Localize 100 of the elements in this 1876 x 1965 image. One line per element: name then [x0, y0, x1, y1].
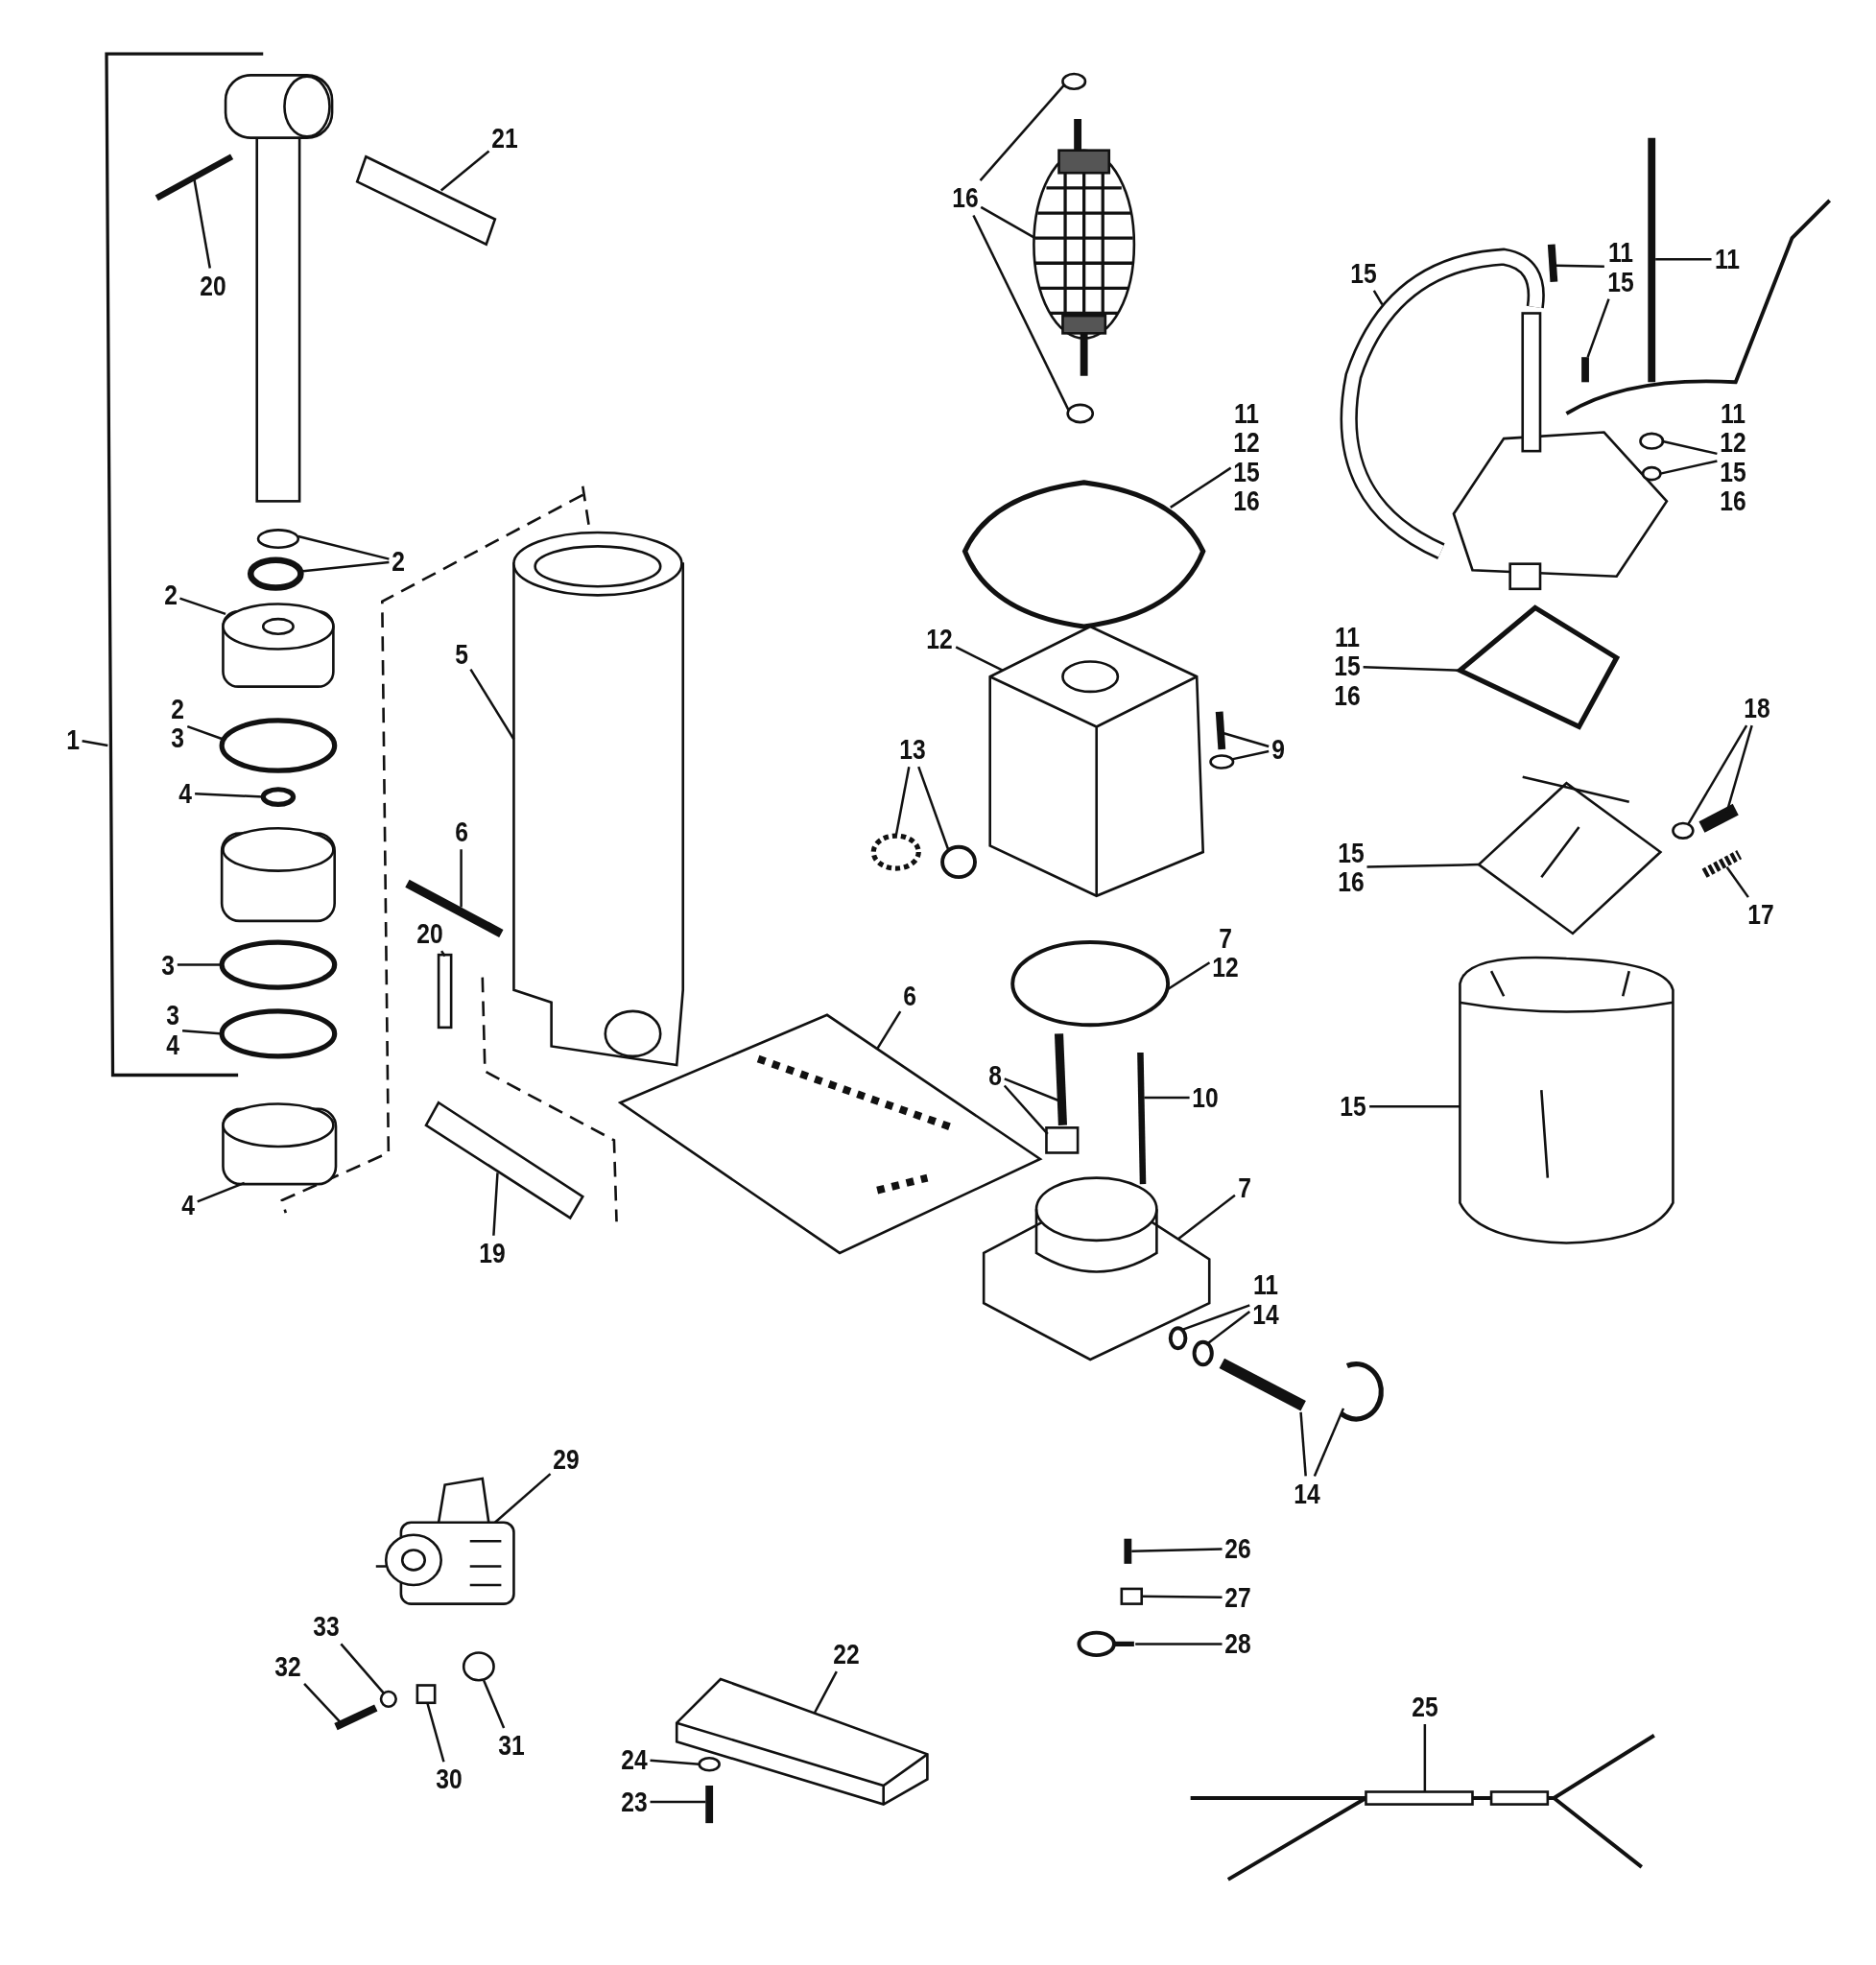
trim-switch-drawing: [374, 1477, 515, 1605]
callout-number: 23: [621, 1787, 648, 1817]
leader-line: [1231, 749, 1270, 761]
callout-number: 11: [1606, 237, 1634, 268]
gasket-drawing: [962, 480, 1206, 629]
leader-line: [193, 178, 212, 269]
o-ring-drawing: [1010, 940, 1171, 1028]
nut-drawing: [379, 1690, 397, 1708]
callout-number: 3: [171, 722, 185, 752]
callout-number: 21: [491, 123, 518, 153]
callout-number: 22: [832, 1639, 860, 1669]
o-ring-drawing: [219, 939, 338, 990]
pin-drawing: [424, 1101, 584, 1220]
leader-line: [1299, 1411, 1307, 1477]
leader-line: [195, 792, 264, 798]
callout-number: 7: [1237, 1172, 1251, 1203]
leader-line: [300, 560, 390, 573]
o-ring-drawing: [219, 718, 338, 773]
callout-number: 27: [1224, 1582, 1251, 1613]
callout-number: 15: [1350, 258, 1377, 288]
callout-number: 9: [1271, 734, 1285, 765]
washer-drawing: [1061, 72, 1087, 91]
piston-cap-drawing: [222, 603, 335, 688]
callout-number: 5: [454, 639, 468, 669]
leader-line: [650, 1759, 700, 1765]
leader-line: [179, 597, 226, 616]
callout-number: 12: [1233, 428, 1261, 458]
pin-drawing: [1137, 1052, 1147, 1185]
callout-number: 2: [171, 694, 185, 723]
callout-number: 10: [1192, 1082, 1220, 1113]
leader-line: [1372, 290, 1384, 305]
leader-line: [1725, 866, 1749, 898]
leader-line: [980, 205, 1036, 240]
valve-drawing: [1219, 1358, 1306, 1411]
callout-number: 4: [178, 778, 193, 808]
leader-line: [482, 1679, 506, 1729]
terminal-drawing: [1077, 1630, 1134, 1658]
callout-number: 15: [1338, 838, 1365, 867]
nut-drawing: [1120, 1587, 1144, 1605]
callout-number: 28: [1224, 1629, 1251, 1659]
o-ring-drawing: [1192, 1339, 1214, 1367]
callout-number: 12: [926, 624, 954, 654]
callout-number: 3: [166, 1001, 180, 1030]
spring-drawing: [870, 833, 921, 871]
screw-drawing: [705, 1785, 714, 1824]
leader-line: [1135, 1643, 1223, 1645]
callout-number: 20: [200, 271, 226, 300]
callout-number: 25: [1412, 1692, 1438, 1721]
leader-line: [1166, 961, 1211, 991]
leader-line: [955, 646, 1004, 672]
leader-line: [1141, 1595, 1223, 1599]
pump-housing-drawing: [988, 625, 1205, 898]
leader-line: [1586, 298, 1610, 358]
leader-line: [1369, 1104, 1460, 1108]
nut-drawing: [1045, 1126, 1080, 1154]
washer-drawing: [256, 529, 300, 549]
clip-drawing: [1339, 1361, 1384, 1422]
callout-number: 4: [166, 1030, 180, 1059]
o-ring-drawing: [260, 787, 297, 808]
callout-number: 16: [1338, 866, 1365, 897]
callout-number: 14: [1294, 1479, 1320, 1508]
callout-number: 12: [1720, 428, 1746, 458]
callout-number: 12: [1212, 952, 1239, 982]
leader-line: [82, 740, 108, 747]
callout-number: 11: [1252, 1269, 1279, 1300]
callout-number: 1: [65, 724, 80, 754]
leader-line: [439, 150, 490, 192]
washer-drawing: [1066, 403, 1095, 424]
leader-line: [460, 849, 463, 908]
o-ring-drawing: [1168, 1326, 1188, 1351]
washer-drawing: [1672, 821, 1695, 840]
callout-number: 15: [1720, 457, 1746, 487]
callout-number: 16: [1233, 486, 1261, 516]
leader-line: [1363, 666, 1461, 672]
leader-line: [1366, 863, 1480, 868]
cylinder-drawing: [512, 531, 685, 1067]
callout-number: 24: [621, 1744, 648, 1774]
leader-line: [813, 1670, 838, 1714]
callout-number: 17: [1747, 900, 1774, 930]
o-ring-drawing: [219, 1008, 338, 1059]
motor-frame-drawing: [1459, 956, 1674, 1244]
leader-line: [186, 724, 224, 741]
leader-line: [1555, 264, 1604, 269]
leader-line: [440, 950, 446, 958]
callout-number: 15: [1340, 1091, 1367, 1122]
bolt-drawing: [1054, 1033, 1067, 1125]
leader-line: [297, 534, 390, 560]
brush-plate-drawing: [1476, 775, 1663, 935]
callout-number: 20: [416, 918, 443, 949]
callout-number: 29: [553, 1445, 580, 1475]
callout-number: 30: [435, 1764, 463, 1794]
leader-line: [1655, 258, 1712, 261]
gasket-drawing: [1455, 604, 1621, 730]
leader-line: [876, 1010, 902, 1050]
spring-drawing: [1701, 850, 1743, 878]
washer-drawing: [1641, 465, 1662, 482]
callout-number: 32: [274, 1651, 302, 1682]
callout-number: 16: [1720, 486, 1746, 516]
leader-line: [177, 963, 223, 966]
leader-line: [469, 669, 515, 741]
